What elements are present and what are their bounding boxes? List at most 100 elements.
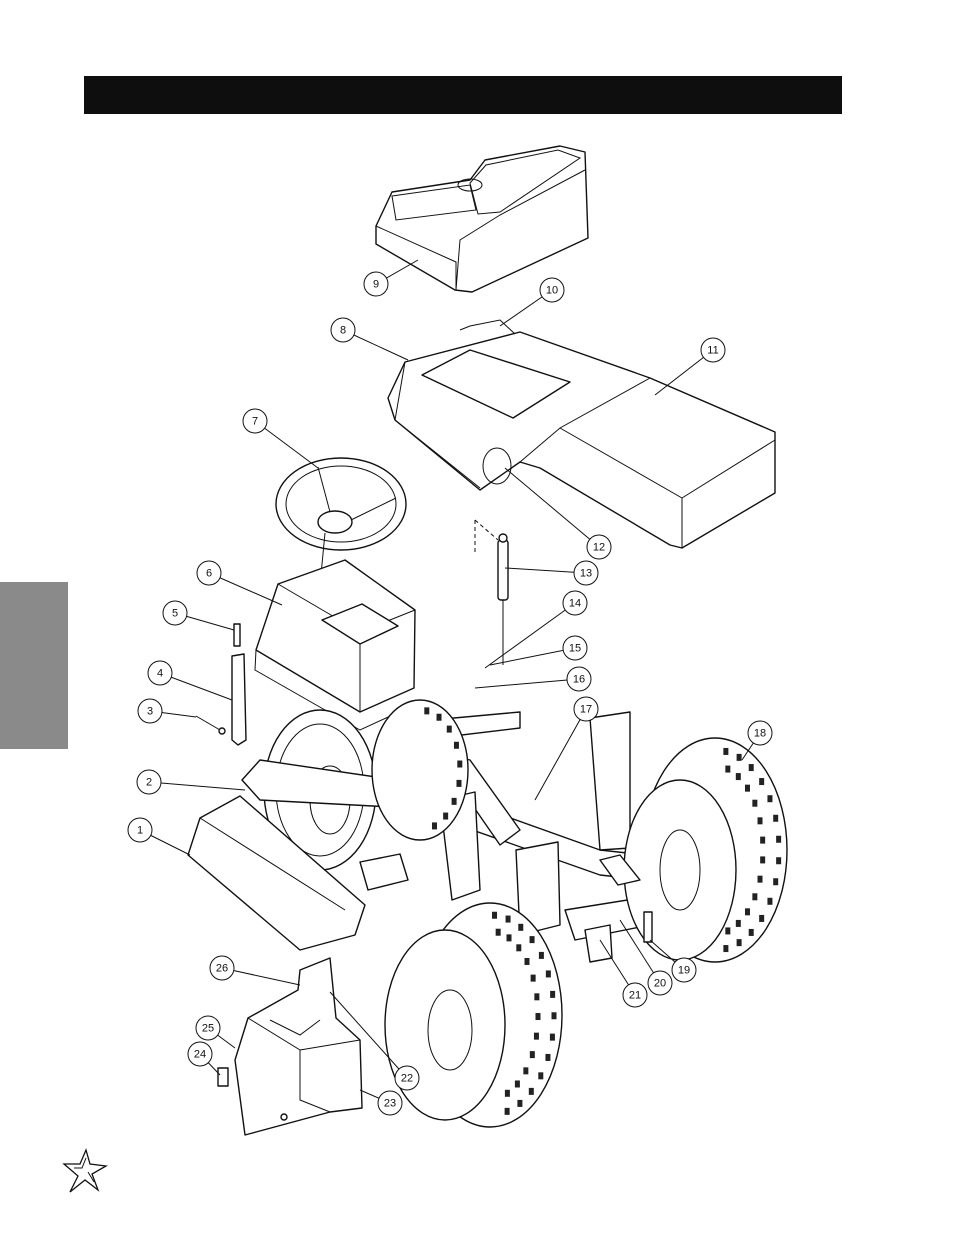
callout-6: 6 <box>196 560 222 586</box>
callout-number: 24 <box>194 1049 206 1061</box>
steering-wheel-part <box>275 457 407 586</box>
front-center-wheel-part <box>384 902 563 1128</box>
callout-number: 19 <box>678 965 690 977</box>
callout-26: 26 <box>209 955 235 981</box>
callout-number: 22 <box>401 1073 413 1085</box>
tread-block <box>748 764 754 772</box>
callout-circle <box>136 769 162 795</box>
tread-block <box>538 951 544 959</box>
tread-block <box>528 1087 534 1095</box>
callout-circle <box>573 696 599 722</box>
tread-block <box>436 713 442 721</box>
callout-circle <box>647 970 673 996</box>
tread-block <box>773 814 779 822</box>
callout-circle <box>562 590 588 616</box>
tread-block <box>744 784 750 792</box>
callout-number: 3 <box>147 706 153 718</box>
leader-line-2 <box>148 781 246 791</box>
tread-block <box>456 779 462 787</box>
tread-block <box>773 878 779 886</box>
callout-circle <box>573 560 599 586</box>
callout-2: 2 <box>136 769 162 795</box>
tread-block <box>736 753 742 761</box>
callout-circle <box>242 408 268 434</box>
callout-19: 19 <box>671 957 697 983</box>
callout-11: 11 <box>700 337 726 363</box>
callout-circle <box>363 271 389 297</box>
callout-circle <box>330 317 356 343</box>
callout-24: 24 <box>187 1041 213 1067</box>
leader-line-26 <box>221 967 301 986</box>
tread-block <box>759 914 765 922</box>
callout-7: 7 <box>242 408 268 434</box>
tread-block <box>446 725 452 733</box>
callout-number: 6 <box>206 568 212 580</box>
callout-number: 7 <box>252 416 258 428</box>
tread-block <box>723 945 729 953</box>
tread-block <box>760 836 766 844</box>
tread-block <box>723 747 729 755</box>
leader-line-22 <box>329 991 408 1079</box>
tread-block <box>457 760 463 768</box>
tread-block <box>517 1099 523 1107</box>
callout-1: 1 <box>127 817 153 843</box>
callout-circle <box>394 1065 420 1091</box>
callout-10: 10 <box>539 277 565 303</box>
callout-circle <box>586 534 612 560</box>
tread-block <box>538 1072 544 1080</box>
title-bar <box>84 76 842 114</box>
callout-circle <box>162 600 188 626</box>
tread-block <box>725 927 731 935</box>
tread-block <box>495 928 501 936</box>
tread-block <box>549 1033 555 1041</box>
tread-block <box>776 835 782 843</box>
callout-number: 18 <box>754 728 766 740</box>
tread-block <box>760 856 766 864</box>
callout-21: 21 <box>622 982 648 1008</box>
tread-block <box>735 773 741 781</box>
callout-9: 9 <box>363 271 389 297</box>
callout-circle <box>700 337 726 363</box>
callout-17: 17 <box>573 696 599 722</box>
tread-block <box>776 857 782 865</box>
tread-block <box>443 812 449 820</box>
callout-23: 23 <box>377 1090 403 1116</box>
callout-8: 8 <box>330 317 356 343</box>
callout-number: 26 <box>216 963 228 975</box>
callout-16: 16 <box>566 666 592 692</box>
callout-number: 20 <box>654 978 666 990</box>
tread-block <box>492 911 498 919</box>
callout-circle <box>377 1090 403 1116</box>
callout-15: 15 <box>562 635 588 661</box>
tread-block <box>534 993 540 1001</box>
callout-circle <box>566 666 592 692</box>
callout-number: 4 <box>157 668 163 680</box>
tread-block <box>551 1012 557 1020</box>
dash-console-part <box>254 559 416 731</box>
tread-block <box>744 908 750 916</box>
star-logo-icon <box>62 1148 109 1193</box>
tread-block <box>757 875 763 883</box>
tread-block <box>767 795 773 803</box>
callout-3: 3 <box>137 698 163 724</box>
callout-number: 10 <box>546 285 558 297</box>
side-tab <box>0 582 68 749</box>
callout-number: 13 <box>580 568 592 580</box>
leader-line-15 <box>489 647 576 666</box>
tread-block <box>424 707 430 715</box>
hitch-part <box>599 854 653 943</box>
linkage-part <box>195 623 247 746</box>
callout-circle <box>147 660 173 686</box>
tread-block <box>529 936 535 944</box>
tread-block <box>533 1032 539 1040</box>
tread-block <box>550 990 556 998</box>
callout-number: 12 <box>593 542 605 554</box>
callout-circle <box>539 277 565 303</box>
tread-block <box>757 817 763 825</box>
tread-block <box>545 1053 551 1061</box>
gas-strut-part <box>474 519 509 665</box>
tread-block <box>504 1107 510 1115</box>
callout-number: 14 <box>569 598 581 610</box>
leader-line-12 <box>504 467 600 548</box>
callout-22: 22 <box>394 1065 420 1091</box>
